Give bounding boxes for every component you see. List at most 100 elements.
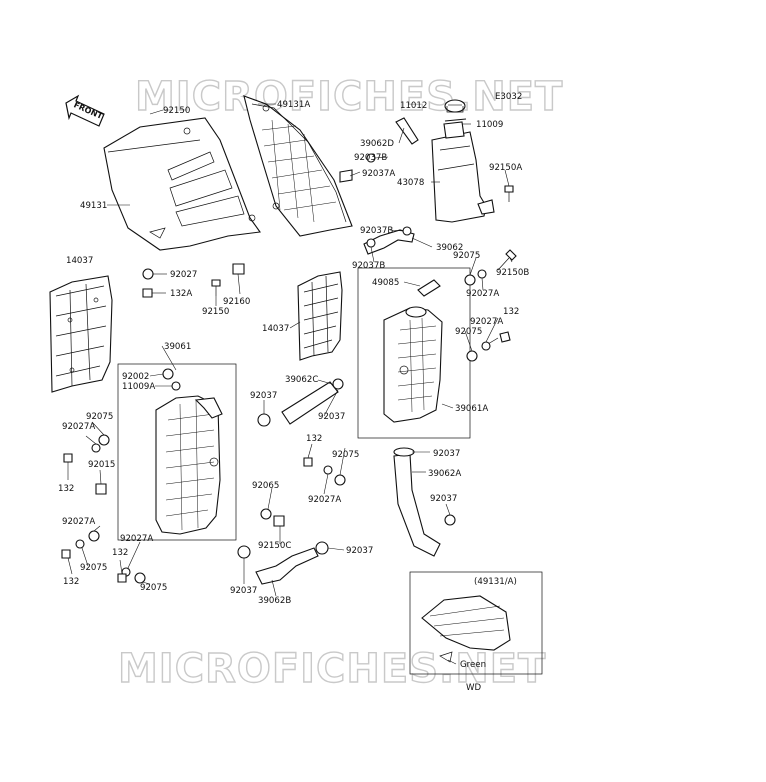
label-92075-e: 92075 (80, 563, 107, 573)
bolt-132-c (61, 549, 71, 559)
label-39061a: 39061A (455, 404, 488, 414)
bolt-92150c (273, 515, 285, 527)
label-92075-c: 92075 (86, 412, 113, 422)
label-92037b-c: 92037B (352, 261, 385, 271)
label-92037-a: 92037 (250, 391, 277, 401)
label-92027: 92027 (170, 270, 197, 280)
label-14037-a: 14037 (66, 256, 93, 266)
bolt-92150a (504, 185, 514, 202)
leader-lines (67, 103, 513, 665)
bolt-132-d (117, 573, 127, 583)
inset-color-label: Green (460, 660, 486, 670)
grommet-92027a-b (481, 341, 491, 351)
watermark-bottom: MICROFICHES.NET (118, 646, 546, 692)
label-39061: 39061 (164, 342, 191, 352)
label-92075-a: 92075 (453, 251, 480, 261)
label-92037b-a: 92037B (354, 153, 387, 163)
collar-92160 (232, 263, 245, 275)
label-92037a-a: 92037A (362, 169, 395, 179)
radiator-left (117, 363, 237, 541)
label-132-c: 132 (58, 484, 74, 494)
label-92037-b: 92037 (318, 412, 345, 422)
front-arrow-icon: FRONT (65, 94, 105, 127)
bolt-132-b (63, 453, 73, 463)
label-92075-d: 92075 (332, 450, 359, 460)
label-49131a: 49131A (277, 100, 310, 110)
grommet-92075-b (466, 350, 478, 362)
label-39062: 39062 (436, 243, 463, 253)
radiator-shroud-left (103, 117, 261, 251)
grommet-92075-a (464, 274, 476, 286)
label-92027a-d: 92027A (308, 495, 341, 505)
clamp-92037-d (444, 514, 456, 526)
label-49085: 49085 (372, 278, 399, 288)
watermark-top: MICROFICHES.NET (135, 74, 563, 120)
label-92150c: 92150C (258, 541, 291, 551)
label-92027a-b: 92027A (470, 317, 503, 327)
clamp-92037b-3 (366, 238, 376, 248)
label-92150: 92150 (163, 106, 190, 116)
label-49131: 49131 (80, 201, 107, 211)
label-92065: 92065 (252, 481, 279, 491)
hose-39062d (395, 117, 419, 145)
gasket-11009a (171, 381, 181, 391)
clamp-92037b-2 (402, 226, 412, 236)
label-132-d: 132 (63, 577, 79, 587)
label-92075-b: 92075 (455, 327, 482, 337)
label-11012: 11012 (400, 101, 427, 111)
label-132-a: 132 (503, 307, 519, 317)
label-92037-d: 92037 (430, 494, 457, 504)
bolt-132-a (499, 331, 511, 343)
label-39062c: 39062C (285, 375, 318, 385)
grommet-92027a-c (91, 443, 101, 453)
label-92037b-b: 92037B (360, 226, 393, 236)
inset-caption: WD (466, 683, 481, 693)
hose-39062b (255, 547, 319, 585)
grommet-92027 (142, 268, 154, 280)
diagram-code: E3032 (495, 92, 522, 102)
clamp-92037-c (393, 447, 415, 457)
label-92037-c: 92037 (433, 449, 460, 459)
louver-center (297, 271, 343, 361)
clamp-92037-e (237, 545, 251, 559)
hose-39062 (363, 229, 415, 255)
label-92027a-e: 92027A (62, 517, 95, 527)
label-132-b: 132 (306, 434, 322, 444)
label-43078: 43078 (397, 178, 424, 188)
reservoir-tank (431, 99, 495, 223)
label-39062a: 39062A (428, 469, 461, 479)
grommet-92075-e (134, 572, 146, 584)
part-labels: 92150 49131A 11012 11009 39062D 92037B 9… (58, 100, 529, 606)
label-92075-f: 92075 (140, 583, 167, 593)
radiator-shroud-right (243, 95, 353, 237)
clamp-92037a (339, 169, 353, 183)
label-132-e: 132 (112, 548, 128, 558)
grommet-92075-c (98, 434, 110, 446)
label-92027a-a: 92027A (466, 289, 499, 299)
inset-title: (49131/A) (474, 577, 517, 587)
label-92002: 92002 (122, 372, 149, 382)
label-92150b: 92150B (496, 268, 529, 278)
label-92160: 92160 (223, 297, 250, 307)
grommet-92075-f (334, 474, 346, 486)
washer-92065 (260, 508, 272, 520)
label-92037-e: 92037 (346, 546, 373, 556)
bolt-92150 (211, 279, 221, 287)
label-92027a-f: 92027A (120, 534, 153, 544)
inset-wd-panel (409, 571, 543, 675)
bracket-92015 (95, 483, 107, 495)
clamp-92037-f (315, 541, 329, 555)
grommet-92027a-a (477, 269, 487, 279)
label-132a: 132A (170, 289, 192, 299)
bolt-132a (142, 288, 153, 298)
hose-39062c (281, 381, 339, 425)
hose-39062a (393, 453, 441, 557)
label-39062d: 39062D (360, 139, 394, 149)
clamp-92037-a (257, 413, 271, 427)
label-92015: 92015 (88, 460, 115, 470)
label-14037-b: 14037 (262, 324, 289, 334)
plug-92002 (162, 368, 174, 380)
bolt-92150b (497, 249, 517, 271)
label-92027a-c: 92027A (62, 422, 95, 432)
